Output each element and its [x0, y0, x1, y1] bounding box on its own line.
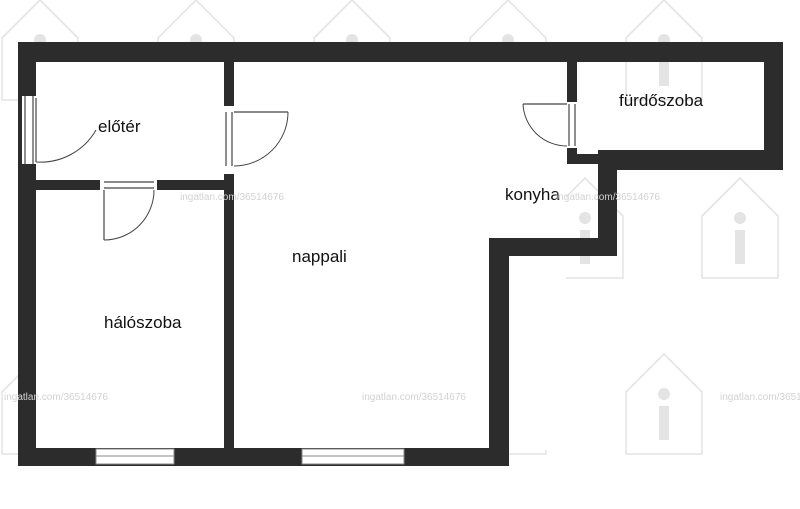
wall-kitchen-side [598, 152, 617, 256]
doors [22, 96, 577, 241]
door-bedroom [100, 180, 157, 241]
room-label-konyha: konyha [505, 185, 560, 204]
door-bathroom [522, 102, 577, 148]
watermark-text: ingatlan.com/36514676 [556, 192, 660, 203]
room-labels: előtér fürdőszoba konyha nappali hálószo… [98, 91, 704, 332]
wall-kitchen-step [489, 238, 617, 256]
room-label-nappali: nappali [292, 247, 347, 266]
room-label-eloter: előtér [98, 117, 141, 136]
wall-right-lower [489, 238, 509, 466]
window-bottom-middle [301, 448, 405, 465]
watermark-text: ingatlan.com/36514676 [180, 192, 284, 203]
windows [95, 448, 405, 465]
door-entrance [22, 96, 97, 164]
room-floors [36, 60, 566, 450]
wall-bath-right [764, 42, 783, 170]
wall-interior-vertical-lower [224, 174, 234, 454]
wall-interior-horizontal-left [34, 180, 100, 190]
room-label-furdoszoba: fürdőszoba [619, 91, 704, 110]
wall-top [18, 42, 783, 62]
watermark-texts: ingatlan.com/36514676 ingatlan.com/36514… [4, 192, 800, 403]
house-info-icon [701, 176, 779, 279]
door-hall-living [224, 106, 289, 174]
wall-bath-bottom [598, 150, 783, 170]
watermark-text: ingatlan.com/36514676 [4, 392, 108, 403]
room-label-haloszoba: hálószoba [104, 313, 182, 332]
wall-bath-left [567, 58, 577, 102]
wall-interior-vertical [224, 60, 234, 106]
wall-bath-bottom-inner [567, 154, 601, 164]
wall-interior-horizontal-right [157, 180, 227, 190]
wall-bottom [18, 448, 508, 466]
watermark-text: ingatlan.com/36514676 [720, 392, 800, 403]
house-info-icon [625, 352, 703, 455]
watermark-text: ingatlan.com/36514676 [362, 392, 466, 403]
window-bottom-left [95, 448, 175, 465]
